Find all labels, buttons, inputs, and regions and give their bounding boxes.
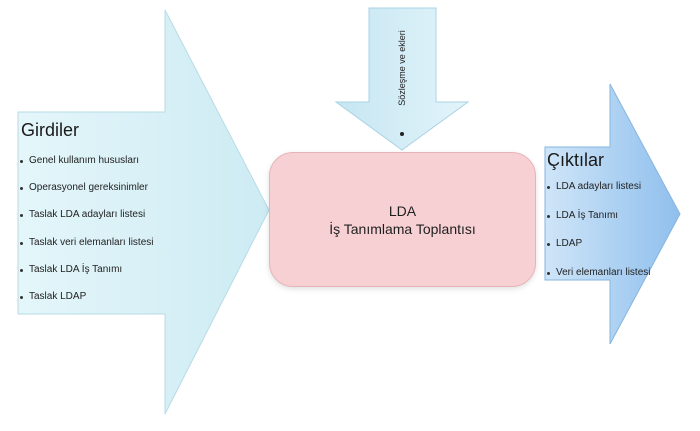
meeting-box: LDA İş Tanımlama Toplantısı (269, 152, 536, 287)
inputs-item: Taslak LDAP (20, 290, 154, 304)
outputs-item: LDA İş Tanımı (547, 209, 650, 223)
inputs-item: Taslak LDA adayları listesi (20, 208, 154, 222)
outputs-title: Çıktılar (547, 150, 605, 170)
outputs-item: LDAP (547, 237, 650, 251)
inputs-item: Operasyonel gereksinimler (20, 181, 154, 195)
inputs-item: Genel kullanım hususları (20, 154, 154, 168)
inputs-item: Taslak LDA İş Tanımı (20, 263, 154, 277)
inputs-item: Taslak veri elemanları listesi (20, 236, 154, 250)
outputs-item: LDA adayları listesi (547, 180, 650, 194)
inputs-title: Girdiler (21, 120, 80, 140)
inputs-arrow (17, 9, 270, 415)
top-input-label: Sözleşme ve ekleri (397, 30, 407, 106)
outputs-item: Veri elemanları listesi (547, 266, 650, 280)
outputs-arrow (544, 83, 681, 345)
bullet-icon (400, 132, 404, 136)
meeting-subtitle: İş Tanımlama Toplantısı (329, 220, 476, 237)
top-input-arrow (334, 7, 470, 151)
meeting-title: LDA (388, 202, 417, 219)
